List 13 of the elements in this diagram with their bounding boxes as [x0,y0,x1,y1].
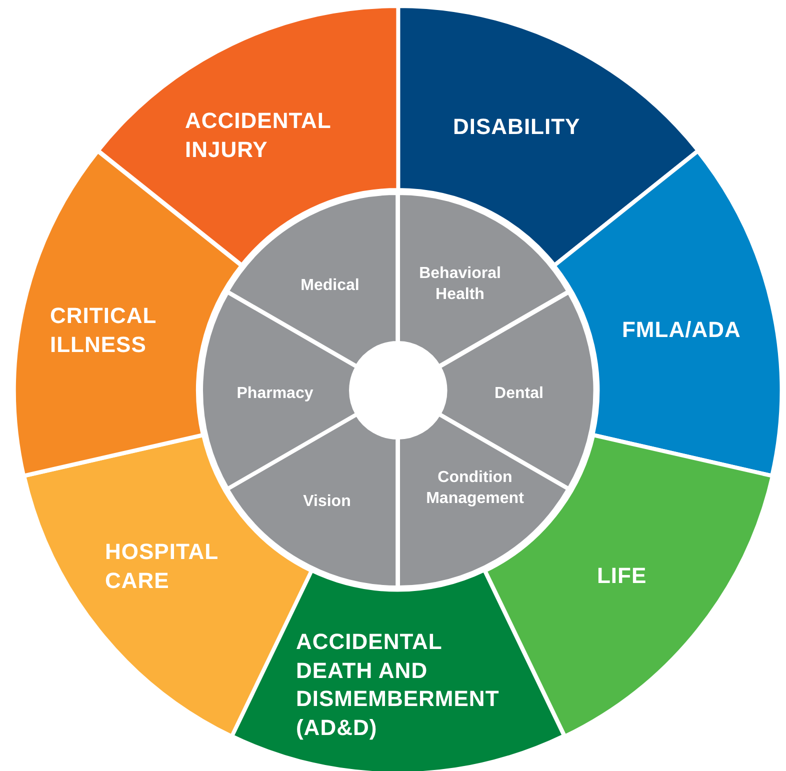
segment-label: CRITICAL ILLNESS [50,302,158,359]
segment-label: FMLA/ADA [622,316,742,344]
segment-label: Vision [302,492,352,512]
segment-label: DISABILITY [453,113,582,141]
segment-label: HOSPITAL CARE [104,538,220,595]
segment-label: Pharmacy [236,384,314,404]
segment-label: LIFE [596,562,648,590]
segment-label: Behavioral Health [418,264,502,305]
segment-label: Medical [300,276,360,296]
segment-label: ACCIDENTAL DEATH AND DISMEMBERMENT (AD&D) [296,628,500,742]
segment-label: Dental [494,384,544,404]
segment-label: ACCIDENTAL INJURY [184,107,332,164]
segment-label: Condition Management [425,468,525,509]
